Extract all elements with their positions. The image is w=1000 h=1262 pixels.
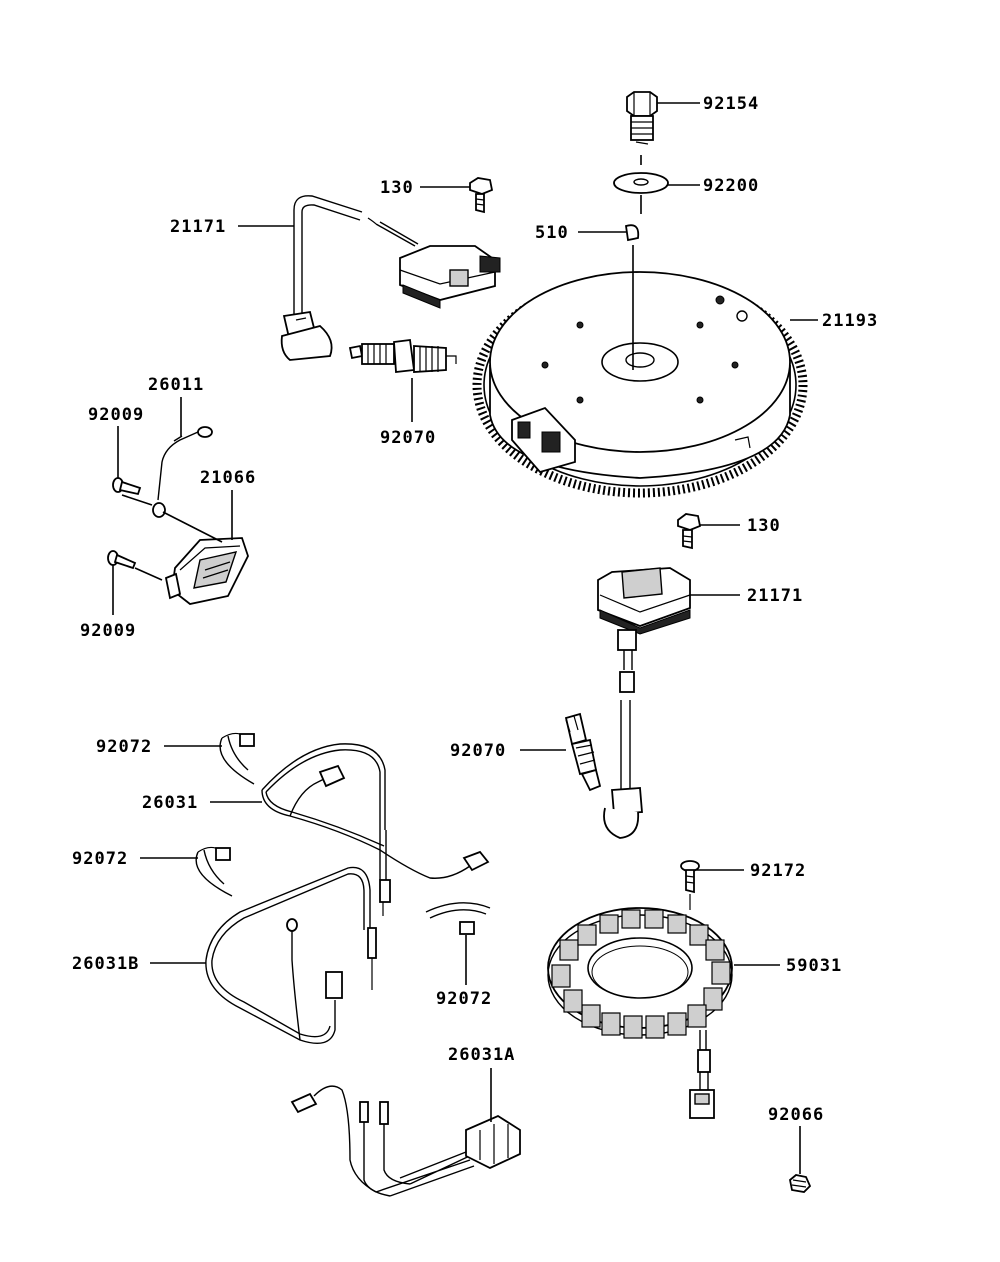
label-92066: 92066 <box>768 1105 824 1125</box>
label-21193: 21193 <box>822 311 878 331</box>
label-21171-upper: 21171 <box>170 217 226 237</box>
screw-92172 <box>680 860 700 910</box>
label-130-upper: 130 <box>380 178 414 198</box>
label-92072-lower: 92072 <box>436 989 492 1009</box>
screw-92009-lower <box>107 550 137 570</box>
ignition-coil-lower <box>597 567 691 839</box>
label-92070-lower: 92070 <box>450 741 506 761</box>
label-59031: 59031 <box>786 956 842 976</box>
cable-tie-middle <box>195 846 233 897</box>
label-21066: 21066 <box>200 468 256 488</box>
nut-92066 <box>789 1174 812 1193</box>
label-510: 510 <box>535 223 569 243</box>
label-26031B: 26031B <box>72 954 139 974</box>
screw-130-upper <box>469 177 494 214</box>
label-92070-upper: 92070 <box>380 428 436 448</box>
label-92009-lower: 92009 <box>80 621 136 641</box>
assembly-axis-line <box>632 155 642 370</box>
spark-plug-lower <box>564 712 602 792</box>
wire-harness-26031 <box>261 743 490 916</box>
regulator-module <box>164 537 249 605</box>
stator <box>547 907 733 1119</box>
label-92072-middle: 92072 <box>72 849 128 869</box>
wire-harness-26031B <box>205 866 377 1044</box>
label-92200: 92200 <box>703 176 759 196</box>
label-130-lower: 130 <box>747 516 781 536</box>
flywheel-key <box>624 224 640 242</box>
label-21171-lower: 21171 <box>747 586 803 606</box>
cable-tie-upper <box>219 732 255 785</box>
label-26031: 26031 <box>142 793 198 813</box>
ignition-coil-upper <box>375 221 501 309</box>
label-26031A: 26031A <box>448 1045 515 1065</box>
screw-130-lower <box>677 513 702 550</box>
label-92009-upper: 92009 <box>88 405 144 425</box>
flywheel-washer <box>613 172 669 194</box>
flywheel <box>472 271 808 498</box>
flywheel-bolt <box>626 91 658 145</box>
ground-wire <box>152 426 213 518</box>
part-labels: 92154 92200 130 510 21171 21193 26011 92… <box>72 94 878 1125</box>
spark-plug-upper <box>348 338 457 373</box>
spark-plug-lead-upper <box>280 195 377 361</box>
label-92154: 92154 <box>703 94 759 114</box>
wire-harness-26031A <box>290 1085 521 1197</box>
label-26011: 26011 <box>148 375 204 395</box>
cable-tie-lower <box>425 902 491 935</box>
screw-92009-upper <box>112 477 142 496</box>
leader-lines <box>112 102 818 1174</box>
label-92072-upper: 92072 <box>96 737 152 757</box>
label-92172: 92172 <box>750 861 806 881</box>
